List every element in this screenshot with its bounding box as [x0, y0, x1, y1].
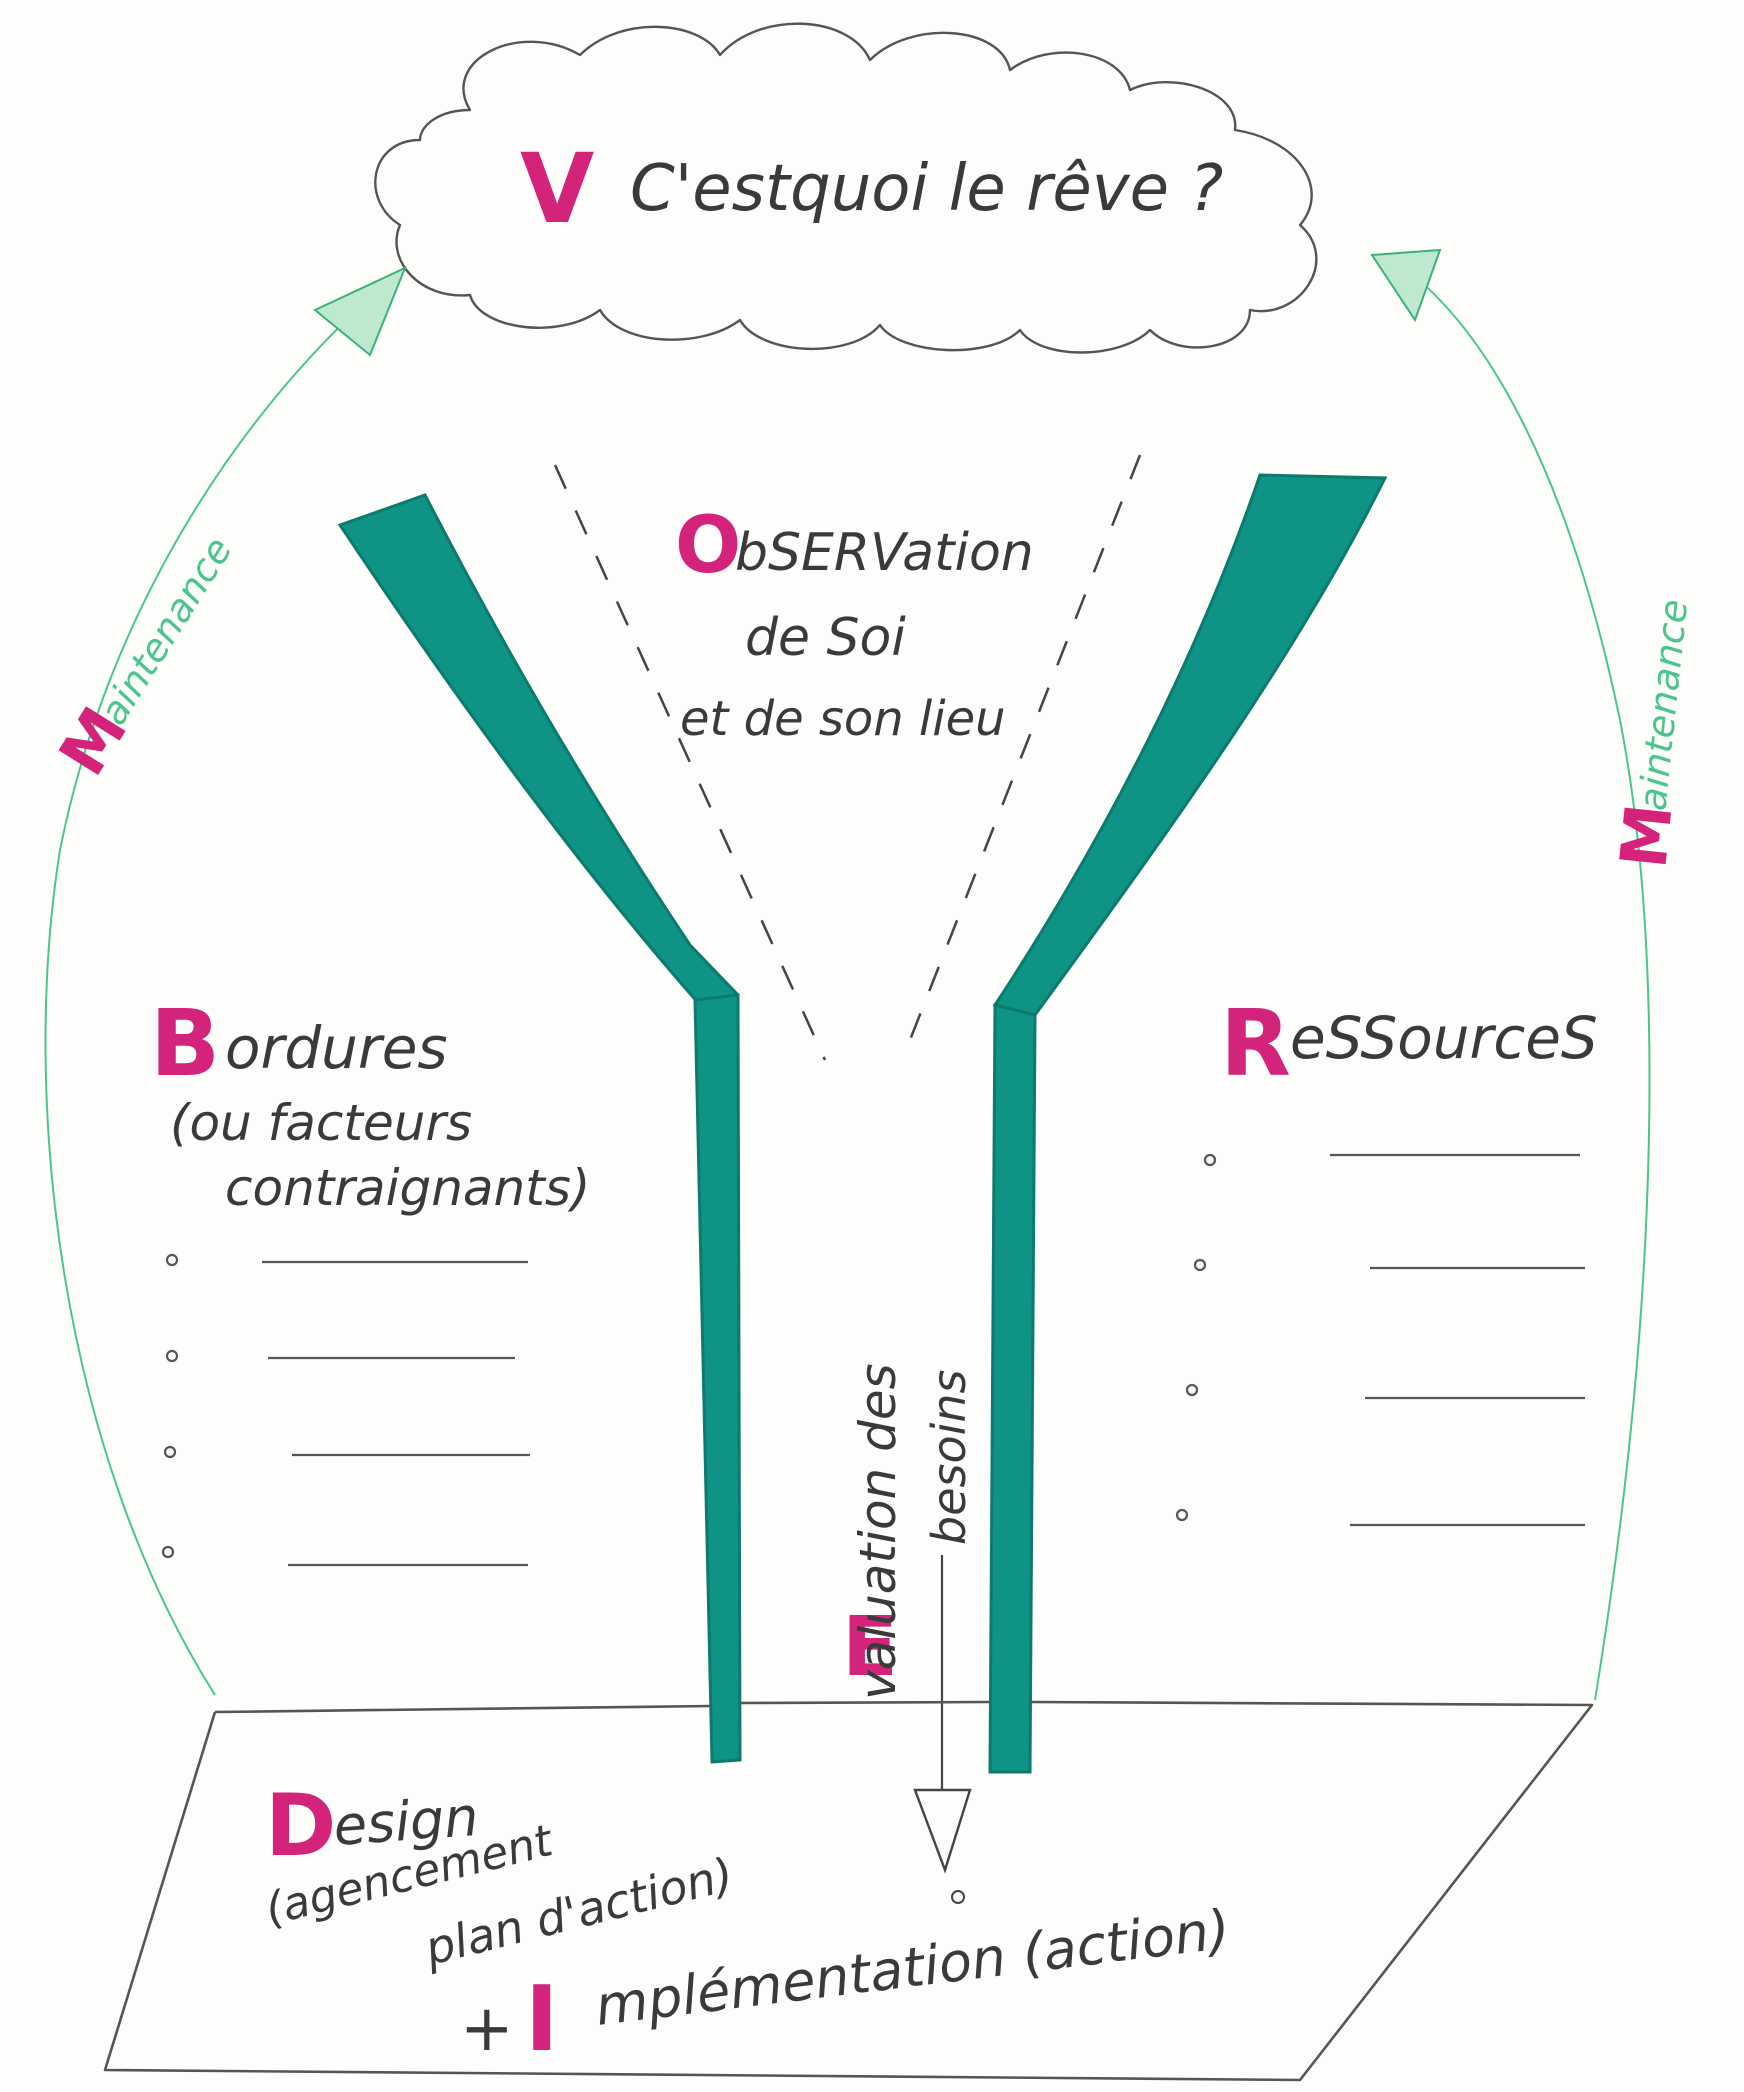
evaluation-arrow-head — [913, 1788, 972, 1874]
evaluation-text: valuation des — [849, 1363, 907, 1700]
maintenance-arc-right — [1400, 265, 1651, 1701]
bordures-letter: B — [150, 990, 220, 1097]
evaluation-text2: besoins — [922, 1369, 976, 1545]
maintenance-right-text: aintenance — [1630, 597, 1696, 812]
ressources-title: eSSourceS — [1290, 1004, 1598, 1072]
implementation-letter: I — [525, 1967, 559, 2072]
observation-line3: et de son lieu — [680, 691, 1006, 747]
evaluation-letter: E — [842, 1600, 898, 1695]
bordures-line1: (ou facteurs — [170, 1094, 472, 1152]
funnel-dash-left — [553, 464, 827, 1061]
cloud-letter-v: V — [520, 133, 594, 245]
funnel-right-stem — [988, 1003, 1037, 1774]
implementation-plus: + — [460, 1992, 514, 2066]
cloud-question: C'estquoi le rêve ? — [630, 152, 1223, 226]
observation-line1: bSERVation — [735, 523, 1034, 583]
ressources-list — [1175, 1153, 1585, 1527]
arrow-head-right — [1370, 248, 1442, 323]
bordures-line2: contraignants) — [225, 1159, 590, 1217]
dream-cloud — [374, 22, 1318, 354]
observation-letter: O — [675, 501, 741, 591]
funnel-dash-right — [908, 454, 1142, 1041]
maintenance-arc-left — [44, 285, 385, 1696]
funnel-left-stem — [693, 993, 742, 1764]
implementation-text: mplémentation (action) — [592, 1898, 1233, 2038]
design-title: esign — [332, 1785, 481, 1858]
ground-platform — [103, 1700, 1594, 2082]
bordures-title: ordures — [225, 1014, 448, 1082]
arrow-head-left — [313, 266, 407, 357]
design-letter: D — [265, 1776, 336, 1876]
maintenance-right-letter: M — [1607, 801, 1687, 872]
observation-line2: de Soi — [745, 608, 906, 668]
funnel-right-arm — [992, 473, 1388, 1017]
arrow-dot — [951, 1890, 965, 1904]
ressources-letter: R — [1220, 990, 1291, 1097]
bordures-list — [161, 1253, 530, 1567]
